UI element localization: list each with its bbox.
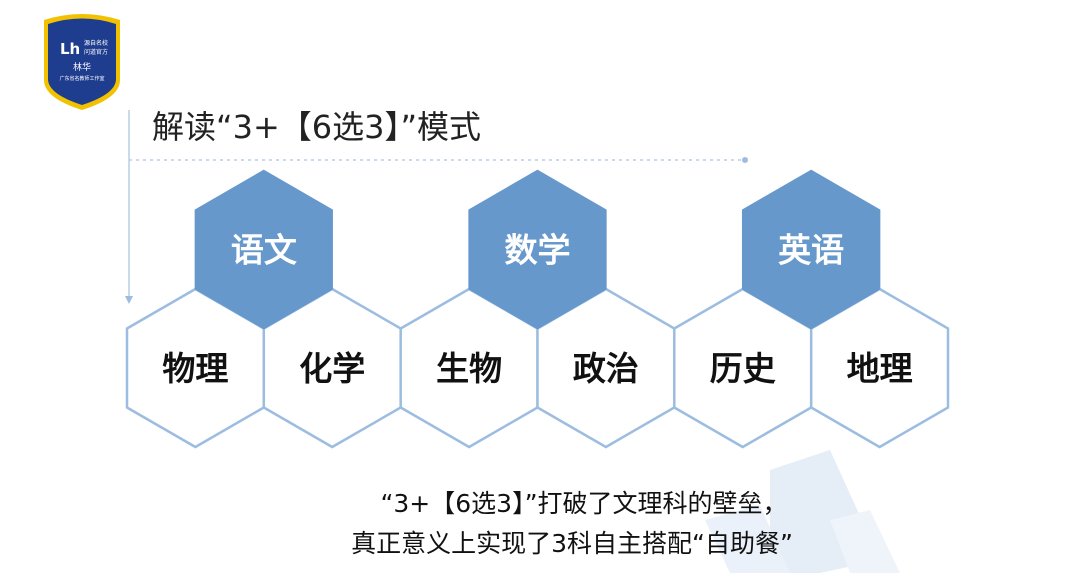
core-hex-3-label: 英语 bbox=[778, 231, 844, 270]
core-hex-1-label: 语文 bbox=[231, 231, 297, 270]
core-hex-2-label: 数学 bbox=[504, 231, 570, 270]
logo-mark: Lh bbox=[60, 40, 80, 58]
shield-icon bbox=[48, 18, 116, 105]
page-title: 解读“3+【6选3】”模式 bbox=[152, 108, 481, 146]
elective-hex-2-label: 化学 bbox=[299, 349, 365, 388]
elective-hex-4-label: 政治 bbox=[573, 349, 639, 388]
arrow-down-icon bbox=[125, 296, 133, 304]
background-watermark bbox=[705, 450, 900, 573]
core-hex-3-shape bbox=[741, 169, 881, 330]
elective-hex-1-label: 物理 bbox=[162, 349, 228, 388]
core-hex-1-shape bbox=[194, 169, 333, 330]
core-hex-1: 语文 bbox=[194, 169, 333, 330]
elective-hex-5-label: 历史 bbox=[710, 349, 776, 388]
elective-hex-5: 历史 bbox=[673, 287, 813, 449]
core-hex-2: 数学 bbox=[468, 169, 607, 330]
caption-line-2: 真正意义上实现了3科自主搭配“自助餐” bbox=[351, 529, 793, 558]
logo-name: 林华 bbox=[73, 61, 91, 73]
logo-subtitle: 广东省名教师工作室 bbox=[59, 75, 104, 82]
caption-line-1: “3+【6选3】”打破了文理科的壁垒， bbox=[380, 489, 787, 518]
logo-badge: Lh 源自名校 问道官方 林华 广东省名教师工作室 bbox=[44, 14, 120, 110]
elective-hex-6-label: 地理 bbox=[847, 349, 913, 388]
elective-hex-1: 物理 bbox=[125, 287, 266, 449]
dashed-line-end-dot bbox=[742, 157, 748, 163]
elective-hex-3-label: 生物 bbox=[436, 349, 502, 388]
subject-hexagons: 物理 化学 生物 政治 历史 地理 语文 数学 英语 bbox=[125, 169, 950, 449]
logo-tagline-1: 源自名校 bbox=[84, 39, 108, 47]
guide-lines bbox=[125, 110, 748, 304]
logo-tagline-2: 问道官方 bbox=[84, 48, 108, 56]
core-hex-2-shape bbox=[468, 169, 607, 330]
core-hex-3: 英语 bbox=[741, 169, 881, 330]
